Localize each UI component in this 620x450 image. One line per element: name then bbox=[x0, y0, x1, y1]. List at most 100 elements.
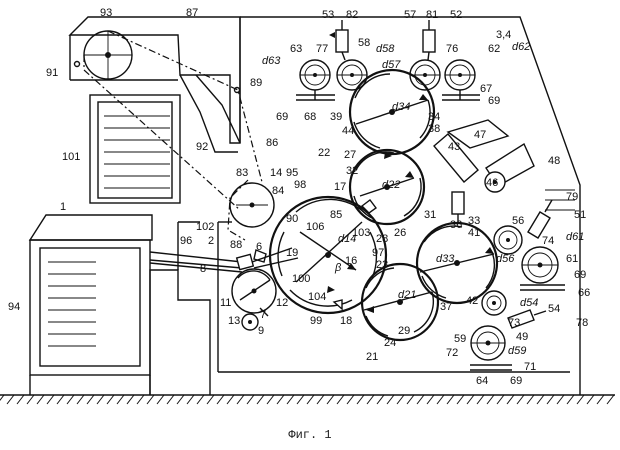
ground-hatch-line bbox=[256, 394, 265, 405]
label-12: 12 bbox=[276, 297, 288, 309]
ground-hatch-line bbox=[146, 394, 155, 405]
label-90: 90 bbox=[286, 213, 298, 225]
label-49: 49 bbox=[516, 331, 528, 343]
label-37: 37 bbox=[440, 301, 452, 313]
roller-12 bbox=[231, 268, 277, 331]
label-d21: d21 bbox=[398, 289, 416, 301]
ground-hatch-line bbox=[476, 394, 485, 405]
ground-hatch-line bbox=[296, 394, 305, 405]
ground-hatch-line bbox=[186, 394, 195, 405]
ground-hatch-line bbox=[236, 394, 245, 405]
label-d62: d62 bbox=[512, 41, 530, 53]
label-24: 24 bbox=[384, 337, 396, 349]
ground-hatch-line bbox=[286, 394, 295, 405]
ground-hatch-line bbox=[46, 394, 55, 405]
drum-21 bbox=[360, 262, 440, 342]
label-74: 74 bbox=[542, 235, 554, 247]
label-53: 53 bbox=[322, 9, 334, 21]
roller-pair-right-top bbox=[409, 20, 480, 101]
ground-hatch-line bbox=[436, 394, 445, 405]
storage-unit-101 bbox=[89, 94, 181, 204]
label-d14: d14 bbox=[338, 233, 356, 245]
label-81: 81 bbox=[426, 9, 438, 21]
ground-hatch-line bbox=[216, 394, 225, 405]
label-18: 18 bbox=[340, 315, 352, 327]
label-63: 63 bbox=[290, 43, 302, 55]
label-8: 8 bbox=[200, 263, 206, 275]
ground-hatch-line bbox=[196, 394, 205, 405]
label-d33: d33 bbox=[436, 253, 455, 265]
ground-hatch-line bbox=[176, 394, 185, 405]
ground-hatch-line bbox=[76, 394, 85, 405]
label-73: 73 bbox=[508, 317, 520, 329]
ground-hatch-line bbox=[506, 394, 515, 405]
ground-hatch-line bbox=[396, 394, 405, 405]
label-3-4: 3,4 bbox=[496, 29, 511, 41]
ground-hatch-line bbox=[6, 394, 15, 405]
label-42: 42 bbox=[466, 295, 478, 307]
ground-hatch-line bbox=[366, 394, 375, 405]
ground-hatch-line bbox=[596, 394, 605, 405]
belt-drive bbox=[73, 30, 263, 241]
label-67: 67 bbox=[480, 83, 492, 95]
label-26: 26 bbox=[394, 227, 406, 239]
ground-hatch-line bbox=[346, 394, 355, 405]
label-d61: d61 bbox=[566, 231, 584, 243]
label-d54: d54 bbox=[520, 297, 538, 309]
label-14: 14 bbox=[270, 167, 282, 179]
feed-tray bbox=[149, 247, 299, 273]
ground-hatch-line bbox=[336, 394, 345, 405]
label-69-d: 69 bbox=[510, 375, 522, 387]
label-103: 103 bbox=[352, 227, 370, 239]
ground-hatch-line bbox=[96, 394, 105, 405]
ground-hatch-line bbox=[126, 394, 135, 405]
ground-hatch-line bbox=[116, 394, 125, 405]
label-21: 21 bbox=[366, 351, 378, 363]
label-d59: d59 bbox=[508, 345, 526, 357]
ground-hatch-line bbox=[86, 394, 95, 405]
label-82: 82 bbox=[346, 9, 358, 21]
ground-hatch-line bbox=[456, 394, 465, 405]
label-59: 59 bbox=[454, 333, 466, 345]
label-89: 89 bbox=[250, 77, 262, 89]
label-66: 66 bbox=[578, 287, 590, 299]
label-29: 29 bbox=[398, 325, 410, 337]
label-87: 87 bbox=[186, 7, 198, 19]
ground-hatch-line bbox=[276, 394, 285, 405]
label-51: 51 bbox=[574, 209, 586, 221]
label-71: 71 bbox=[524, 361, 536, 373]
label-88: 88 bbox=[230, 239, 242, 251]
ground-hatch-line bbox=[576, 394, 585, 405]
label-19: 19 bbox=[286, 247, 298, 259]
label-96: 96 bbox=[180, 235, 192, 247]
ground-hatch-line bbox=[586, 394, 595, 405]
label-72: 72 bbox=[446, 347, 458, 359]
air-duct bbox=[179, 74, 241, 153]
ground-hatch-line bbox=[266, 394, 275, 405]
machine-frame bbox=[68, 16, 581, 395]
ground-hatch-line bbox=[106, 394, 115, 405]
label-6: 6 bbox=[256, 241, 262, 253]
ground-hatch-line bbox=[466, 394, 475, 405]
ground-hatch-line bbox=[496, 394, 505, 405]
label-7: 7 bbox=[260, 309, 266, 321]
label-101: 101 bbox=[62, 151, 80, 163]
ground-hatch-line bbox=[356, 394, 365, 405]
ground-hatch-line bbox=[0, 394, 5, 401]
label-16: 16 bbox=[345, 255, 357, 267]
label-17: 17 bbox=[334, 181, 346, 193]
label-91: 91 bbox=[46, 67, 58, 79]
label-92: 92 bbox=[196, 141, 208, 153]
label-33: 33 bbox=[468, 215, 480, 227]
label-94: 94 bbox=[8, 301, 20, 313]
nozzle-unit-47 bbox=[433, 119, 535, 224]
figure-caption: Фиг. 1 bbox=[288, 428, 332, 442]
feeder-unit-94 bbox=[28, 214, 153, 395]
label-78: 78 bbox=[576, 317, 588, 329]
label-54: 54 bbox=[548, 303, 560, 315]
label-97: 97 bbox=[372, 247, 384, 259]
label-52: 52 bbox=[450, 9, 462, 21]
label-13: 13 bbox=[228, 315, 240, 327]
label-69-a: 69 bbox=[276, 111, 288, 123]
label-56: 56 bbox=[512, 215, 524, 227]
